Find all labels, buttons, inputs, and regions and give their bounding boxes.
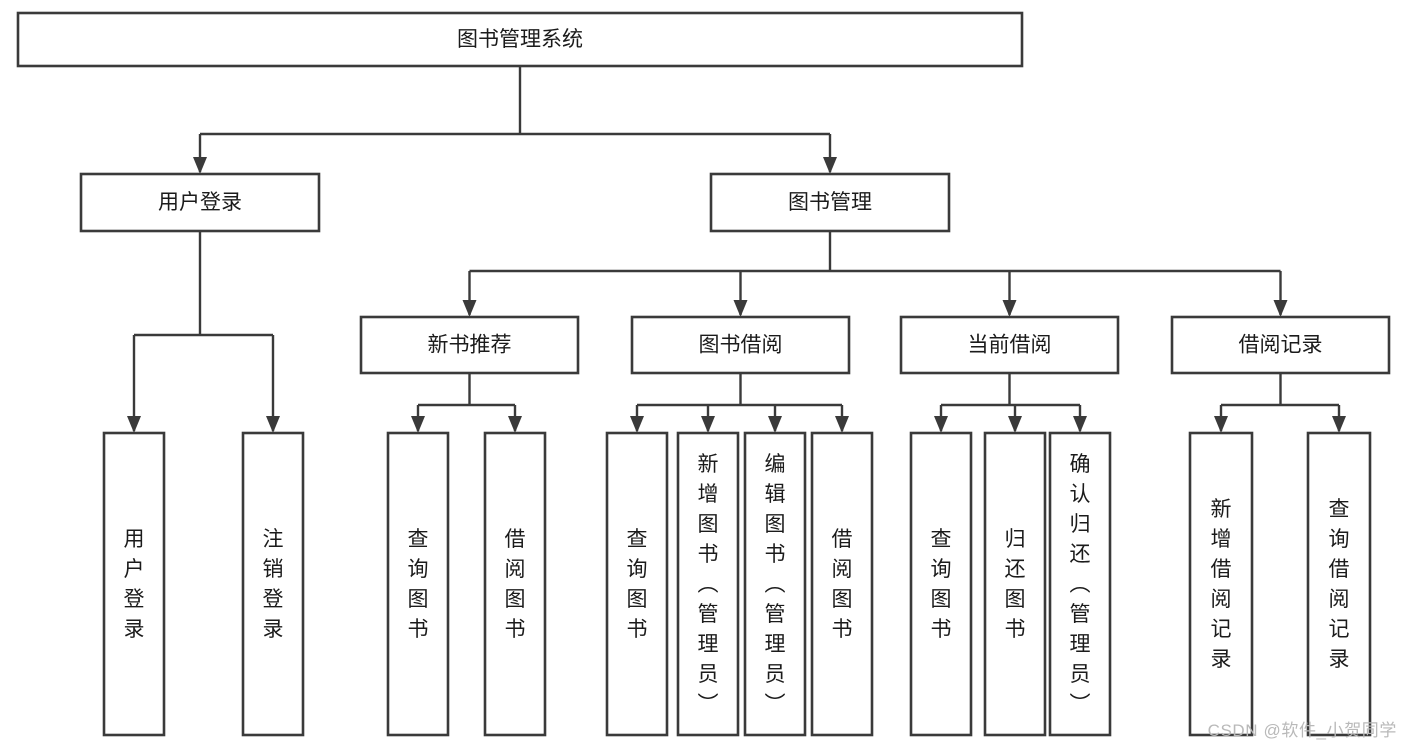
leaf-node-label: 编辑图书︵管理员︶ (765, 453, 786, 716)
root-node-1[interactable]: 图书管理系统 (16, 11, 1024, 68)
leaf-node-label: 查询借阅记录 (1329, 498, 1350, 671)
leaf-node-13[interactable]: 查询借阅记录 (1306, 431, 1372, 737)
leaf-node-4[interactable]: 借阅图书 (483, 431, 547, 737)
level3-node-label: 图书借阅 (699, 334, 783, 357)
leaf-node-label: 借阅图书 (505, 528, 526, 641)
leaf-node-label: 查询图书 (627, 528, 648, 641)
leaf-node-box[interactable] (909, 431, 973, 737)
leaf-node-label: 归还图书 (1005, 528, 1026, 641)
arrow-head-icon (701, 416, 715, 433)
leaf-node-11[interactable]: 确认归还︵管理员︶ (1048, 431, 1112, 737)
leaf-node-7[interactable]: 编辑图书︵管理员︶ (743, 431, 807, 737)
level3-node-1[interactable]: 新书推荐 (359, 315, 580, 375)
root-node-box[interactable] (16, 11, 1024, 68)
level3-node-label: 当前借阅 (968, 334, 1052, 357)
level3-node-3[interactable]: 当前借阅 (899, 315, 1120, 375)
arrow-head-icon (1008, 416, 1022, 433)
level2-node-1[interactable]: 用户登录 (79, 172, 321, 233)
arrow-head-icon (934, 416, 948, 433)
level3-node-box[interactable] (359, 315, 580, 375)
leaf-node-box[interactable] (1306, 431, 1372, 737)
leaf-node-box[interactable] (1048, 431, 1112, 737)
leaf-node-3[interactable]: 查询图书 (386, 431, 450, 737)
level3-node-4[interactable]: 借阅记录 (1170, 315, 1391, 375)
arrow-head-icon (193, 157, 207, 174)
arrow-head-icon (462, 300, 477, 317)
arrow-head-icon (823, 157, 837, 174)
level2-node-label: 用户登录 (158, 191, 242, 214)
arrow-head-icon (266, 416, 280, 433)
level3-node-box[interactable] (899, 315, 1120, 375)
root-node-label: 图书管理系统 (457, 28, 583, 51)
connector-layer (127, 66, 1346, 433)
arrow-head-icon (127, 416, 141, 433)
level2-node-2[interactable]: 图书管理 (709, 172, 951, 233)
arrow-head-icon (1214, 416, 1228, 433)
leaf-node-label: 查询图书 (931, 528, 952, 641)
leaf-node-label: 注销登录 (263, 528, 284, 641)
arrow-head-icon (630, 416, 644, 433)
leaf-node-box[interactable] (102, 431, 166, 737)
leaf-node-box[interactable] (810, 431, 874, 737)
arrow-head-icon (508, 416, 522, 433)
leaf-node-6[interactable]: 新增图书︵管理员︶ (676, 431, 740, 737)
level2-node-label: 图书管理 (788, 191, 872, 214)
leaf-node-label: 借阅图书 (832, 528, 853, 641)
level2-node-box[interactable] (709, 172, 951, 233)
node-layer: 图书管理系统用户登录图书管理新书推荐图书借阅当前借阅借阅记录用户登录注销登录查询… (16, 11, 1391, 737)
leaf-node-label: 查询图书 (408, 528, 429, 641)
leaf-node-box[interactable] (605, 431, 669, 737)
arrow-head-icon (768, 416, 782, 433)
leaf-node-8[interactable]: 借阅图书 (810, 431, 874, 737)
arrow-head-icon (1273, 300, 1288, 317)
leaf-node-box[interactable] (241, 431, 305, 737)
leaf-node-5[interactable]: 查询图书 (605, 431, 669, 737)
arrow-head-icon (835, 416, 849, 433)
level3-node-label: 借阅记录 (1239, 334, 1323, 357)
leaf-node-box[interactable] (483, 431, 547, 737)
leaf-node-label: 用户登录 (124, 528, 145, 641)
level2-node-box[interactable] (79, 172, 321, 233)
leaf-node-box[interactable] (676, 431, 740, 737)
leaf-node-box[interactable] (1188, 431, 1254, 737)
arrow-head-icon (1332, 416, 1346, 433)
arrow-head-icon (1073, 416, 1087, 433)
arrow-head-icon (733, 300, 748, 317)
leaf-node-box[interactable] (743, 431, 807, 737)
csdn-watermark: CSDN @软件_小贺同学 (1207, 721, 1397, 740)
leaf-node-box[interactable] (983, 431, 1047, 737)
level3-node-label: 新书推荐 (428, 334, 512, 357)
leaf-node-10[interactable]: 归还图书 (983, 431, 1047, 737)
leaf-node-label: 新增借阅记录 (1211, 498, 1232, 671)
leaf-node-label: 新增图书︵管理员︶ (698, 453, 719, 716)
level3-node-box[interactable] (630, 315, 851, 375)
leaf-node-1[interactable]: 用户登录 (102, 431, 166, 737)
arrow-head-icon (1002, 300, 1017, 317)
arrow-head-icon (411, 416, 425, 433)
leaf-node-label: 确认归还︵管理员︶ (1070, 453, 1091, 716)
leaf-node-2[interactable]: 注销登录 (241, 431, 305, 737)
leaf-node-box[interactable] (386, 431, 450, 737)
level3-node-2[interactable]: 图书借阅 (630, 315, 851, 375)
leaf-node-9[interactable]: 查询图书 (909, 431, 973, 737)
level3-node-box[interactable] (1170, 315, 1391, 375)
leaf-node-12[interactable]: 新增借阅记录 (1188, 431, 1254, 737)
